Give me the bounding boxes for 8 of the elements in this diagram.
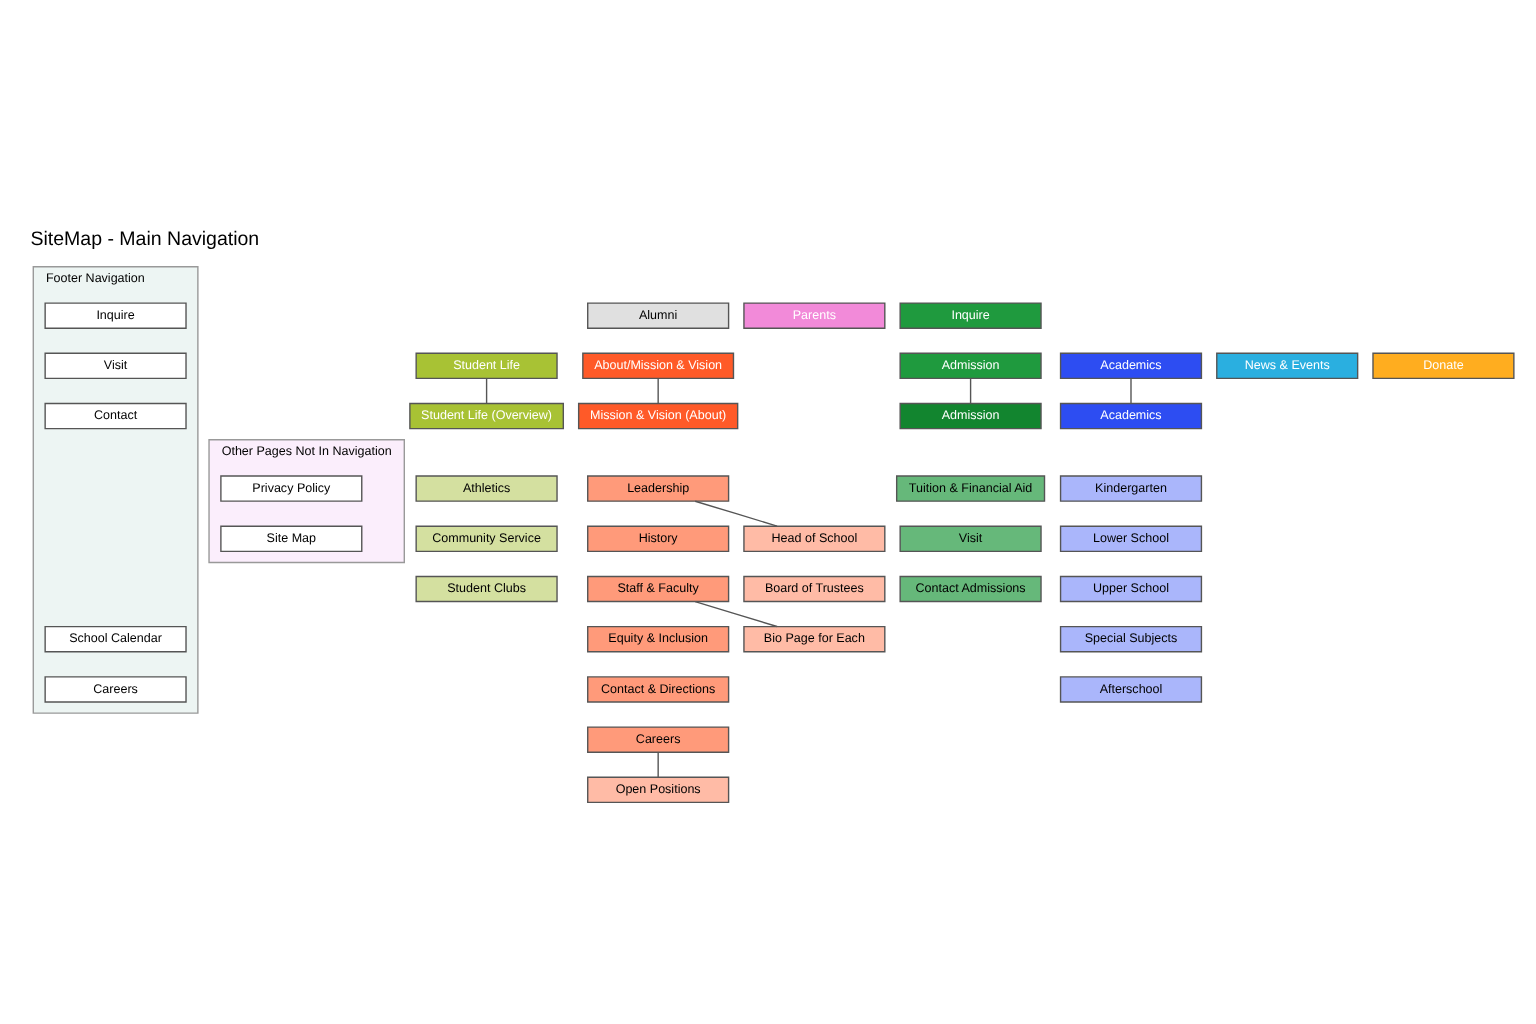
- diagram-title: SiteMap - Main Navigation: [30, 227, 260, 250]
- connector: [969, 377, 972, 403]
- connector: [657, 377, 659, 403]
- connector: [694, 599, 778, 627]
- connector: [694, 499, 778, 526]
- connector: [657, 750, 659, 777]
- connector: [485, 377, 488, 403]
- connector: [1130, 377, 1132, 403]
